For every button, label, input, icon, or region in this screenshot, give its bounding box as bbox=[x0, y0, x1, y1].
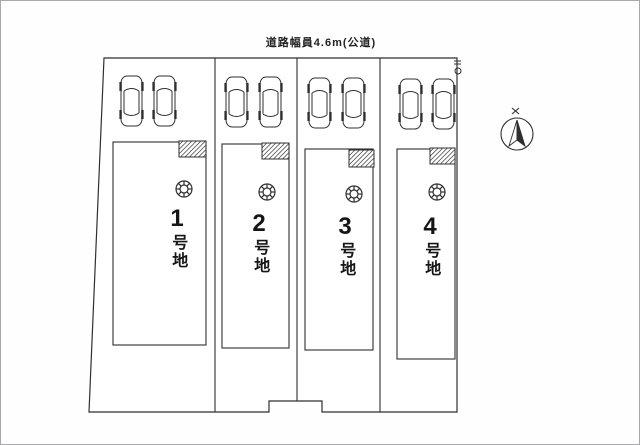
lot-1-label: 1 号地 bbox=[168, 205, 187, 271]
road-width-label: 道路幅員4.6m(公道) bbox=[265, 37, 377, 49]
entrance-hatch-lot3 bbox=[348, 149, 375, 168]
car-icon bbox=[257, 76, 284, 128]
lot-4-suffix: 号地 bbox=[422, 242, 440, 278]
building-lot2 bbox=[221, 143, 290, 349]
circle-mark-lot2 bbox=[258, 183, 276, 201]
car-icon bbox=[223, 76, 250, 128]
entrance-hatches bbox=[178, 140, 456, 168]
lot-1-number: 1 bbox=[170, 205, 184, 232]
lot-2-label: 2 号地 bbox=[250, 210, 269, 276]
building-outlines bbox=[112, 141, 456, 360]
car-icon bbox=[118, 75, 145, 127]
car-icon bbox=[306, 77, 333, 129]
building-lot1 bbox=[112, 141, 207, 346]
lot-4-label: 4 号地 bbox=[421, 213, 440, 279]
car-icon bbox=[430, 78, 457, 130]
circle-mark-lot4 bbox=[428, 183, 446, 201]
lot-3-number: 3 bbox=[338, 213, 352, 240]
entrance-hatch-lot1 bbox=[178, 140, 207, 158]
car-icon bbox=[340, 77, 367, 129]
building-lot4 bbox=[396, 148, 456, 360]
circle-mark-lot3 bbox=[345, 185, 363, 203]
lot-2-number: 2 bbox=[252, 210, 266, 237]
lot-3-label: 3 号地 bbox=[336, 213, 355, 279]
building-lot3 bbox=[304, 148, 374, 351]
entrance-hatch-lot2 bbox=[261, 142, 290, 160]
lot-3-suffix: 号地 bbox=[337, 242, 355, 278]
pole-marker bbox=[454, 60, 462, 75]
car-icon bbox=[397, 78, 424, 130]
car-icon bbox=[151, 75, 178, 127]
lot-2-suffix: 号地 bbox=[251, 239, 269, 275]
circle-mark-lot1 bbox=[175, 180, 193, 198]
lot-4-number: 4 bbox=[423, 213, 437, 240]
lot-1-suffix: 号地 bbox=[169, 234, 187, 270]
entrance-hatch-lot4 bbox=[429, 147, 456, 165]
north-compass-icon bbox=[500, 107, 534, 151]
